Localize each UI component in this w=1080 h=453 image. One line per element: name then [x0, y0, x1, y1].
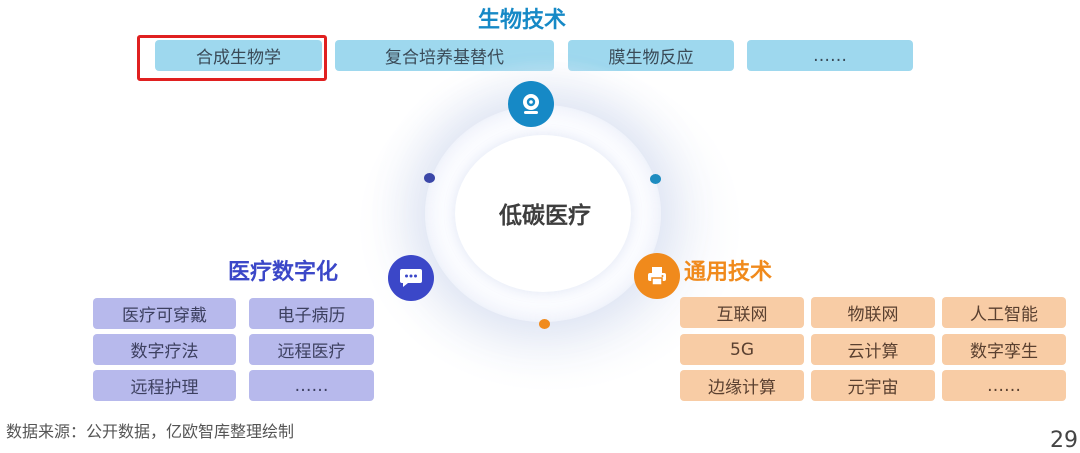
medical-node: [388, 255, 434, 301]
general-chip-ai: 人工智能: [942, 297, 1066, 328]
bio-chip-more: ……: [747, 40, 913, 71]
general-chip-internet: 互联网: [680, 297, 804, 328]
printer-icon: [648, 267, 666, 286]
inner-circle: [455, 135, 631, 292]
ring-dot-orange: [539, 319, 550, 329]
bio-chip-medium-substitution: 复合培养基替代: [335, 40, 554, 71]
general-chip-edge-computing: 边缘计算: [680, 370, 804, 401]
medical-chip-remote-nursing: 远程护理: [93, 370, 236, 401]
bio-node: [508, 81, 554, 127]
highlight-box: [137, 35, 327, 81]
bio-chip-synthetic-biology: 合成生物学: [155, 40, 322, 71]
general-chip-more: ……: [942, 370, 1066, 401]
chat-bubble-icon: [400, 269, 422, 287]
medical-section-title: 医疗数字化: [228, 260, 339, 285]
source-note: 数据来源：公开数据，亿欧智库整理绘制: [6, 422, 295, 441]
medical-chip-digital-therapy: 数字疗法: [93, 334, 236, 365]
ring-dot-navy: [424, 173, 435, 183]
center-label: 低碳医疗: [499, 203, 591, 229]
general-chip-5g: 5G: [680, 334, 804, 365]
medical-chip-more: ……: [249, 370, 374, 401]
bio-section-title: 生物技术: [478, 8, 567, 33]
general-chip-metaverse: 元宇宙: [811, 370, 935, 401]
general-section-title: 通用技术: [684, 260, 773, 285]
page-number: 29: [1050, 428, 1078, 453]
general-chip-cloud: 云计算: [811, 334, 935, 365]
medical-chip-emr: 电子病历: [249, 298, 374, 329]
general-chip-digital-twin: 数字孪生: [942, 334, 1066, 365]
ring-dot-teal: [650, 174, 661, 184]
webcam-icon: [523, 94, 539, 114]
general-chip-iot: 物联网: [811, 297, 935, 328]
general-node: [634, 253, 680, 299]
medical-chip-telemedicine: 远程医疗: [249, 334, 374, 365]
medical-chip-wearables: 医疗可穿戴: [93, 298, 236, 329]
